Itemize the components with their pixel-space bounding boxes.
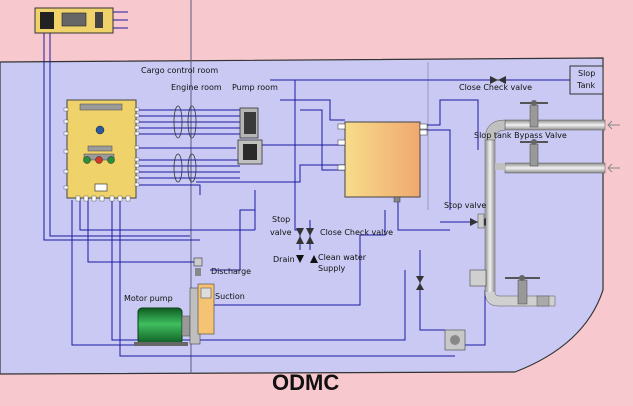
label-slop-tank-line2: Tank [576, 81, 596, 90]
line-valve-icon [416, 276, 424, 290]
bypass-valve-1 [520, 100, 548, 128]
label-drain: Drain [273, 255, 295, 264]
label-stop-valve-right: Stop valve [444, 201, 486, 210]
label-stop-valve-left-line2: valve [270, 228, 292, 237]
label-motor-pump: Motor pump [124, 294, 173, 303]
clean-water-arrow-icon [310, 255, 318, 263]
sample-pump [444, 269, 487, 351]
close-check-valve-top-icon [490, 76, 498, 84]
remote-display-unit [34, 7, 128, 34]
motor-pump [134, 283, 215, 346]
signal-lines [43, 33, 570, 357]
label-discharge: Discharge [211, 267, 251, 276]
bypass-valve-3 [505, 275, 550, 307]
discharge-fitting [193, 257, 203, 276]
label-slop-tank-bypass-valve: Slop tank Bypass Valve [474, 131, 567, 140]
label-close-check-valve-mid: Close Check valve [320, 228, 393, 237]
hull-shape [0, 57, 604, 375]
sampling-unit [237, 107, 263, 165]
close-check-valve-mid-icon [306, 228, 314, 244]
flow-arrows [607, 120, 620, 173]
main-pipeline [484, 119, 606, 307]
label-slop-tank-line1: Slop [578, 69, 595, 78]
stop-valve-left-icon [296, 228, 304, 244]
bulkhead-glands [173, 105, 197, 183]
brand-title: ODMC [272, 370, 339, 395]
label-stop-valve-left-line1: Stop [272, 215, 290, 224]
label-engine-room: Engine room [171, 83, 222, 92]
bypass-valve-2 [520, 139, 548, 167]
drain-arrow-icon [296, 255, 304, 263]
label-close-check-valve-top: Close Check valve [459, 83, 532, 92]
label-suction: Suction [215, 292, 245, 301]
label-cargo-control-room: Cargo control room [141, 66, 218, 75]
label-pump-room: Pump room [232, 83, 278, 92]
label-clean-water-line2: Supply [318, 264, 346, 273]
analyzer-unit [337, 121, 428, 203]
close-check-valve-top-icon-b [498, 76, 506, 84]
control-panel [63, 99, 140, 202]
label-clean-water-line1: Clean water [318, 253, 367, 262]
stop-valve-right-icon [470, 213, 486, 229]
